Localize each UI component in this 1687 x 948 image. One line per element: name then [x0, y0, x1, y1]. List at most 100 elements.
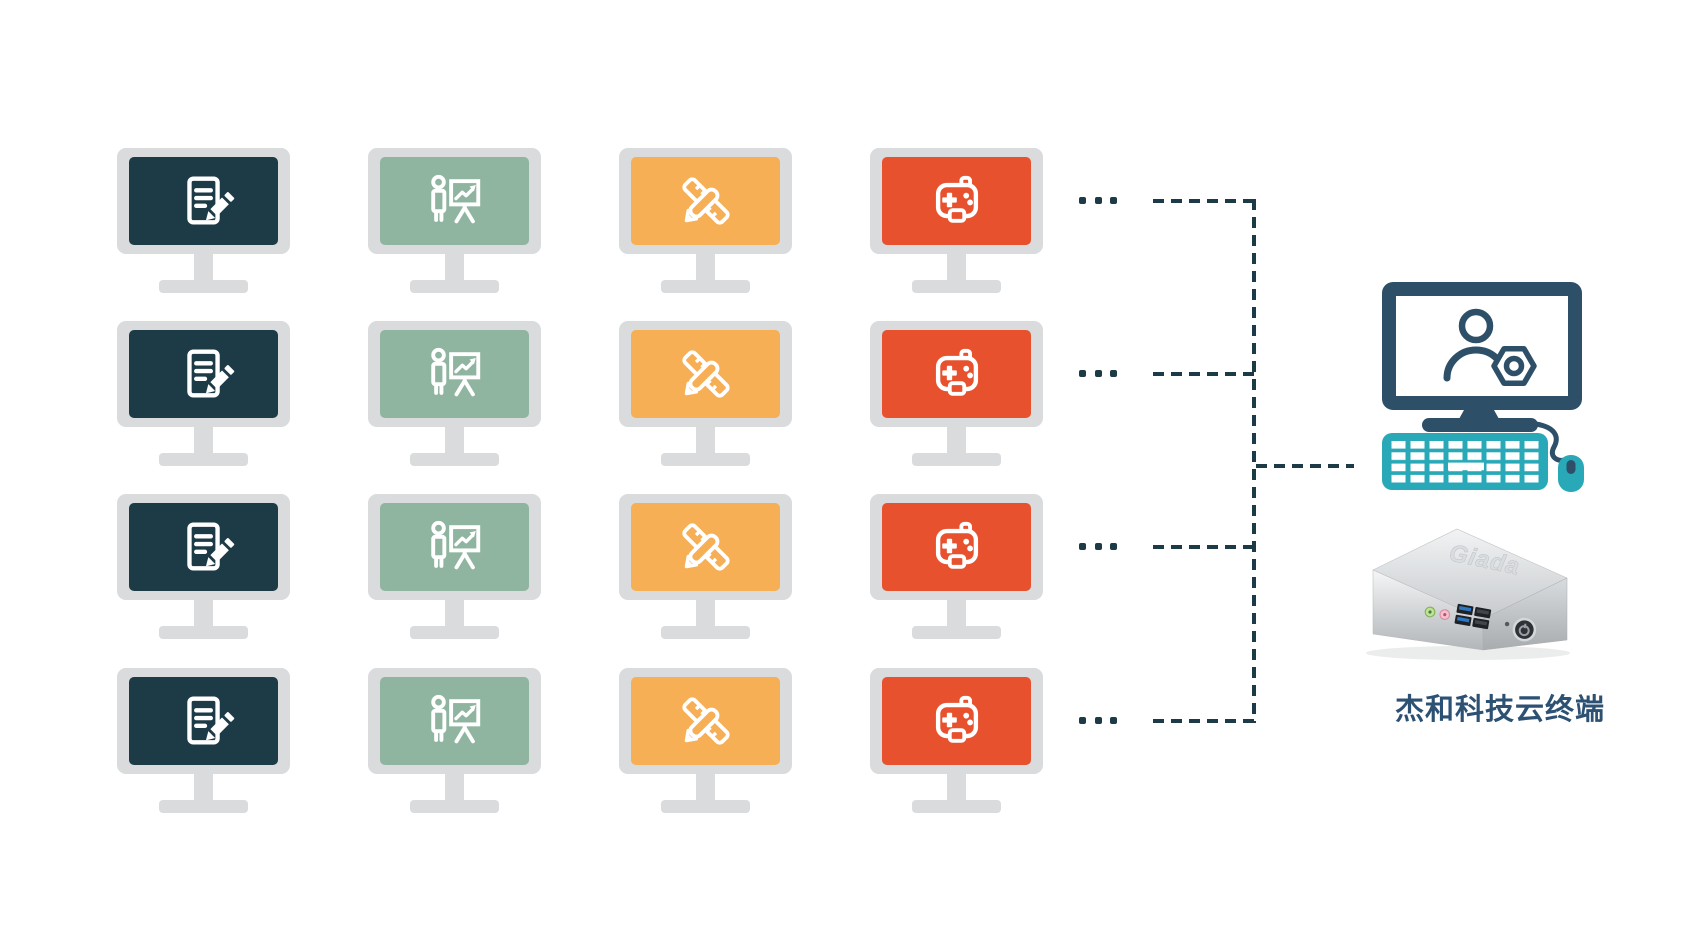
monitor-base: [410, 626, 499, 639]
monitor-screen: [882, 330, 1031, 418]
cloud-terminal-label: 杰和科技云终端: [1394, 694, 1605, 726]
client-monitor-design: [619, 321, 792, 466]
client-monitor-design: [619, 668, 792, 813]
dashed-connector-row-1: [1153, 199, 1256, 203]
monitor-screen: [129, 677, 278, 765]
dashed-connector-row-4: [1153, 719, 1256, 723]
monitor-base: [912, 800, 1001, 813]
device-shadow: [1366, 646, 1570, 660]
client-monitor-gaming: [870, 668, 1043, 813]
ruler-pencil-icon: [675, 170, 737, 232]
monitor-frame: [117, 494, 290, 600]
monitor-screen: [129, 503, 278, 591]
monitor-screen: [882, 503, 1031, 591]
gamepad-icon: [926, 170, 988, 232]
monitor-neck: [194, 427, 213, 455]
client-monitor-design: [619, 494, 792, 639]
monitor-base: [912, 626, 1001, 639]
monitor-neck: [947, 774, 966, 802]
ellipsis-dot: [1110, 543, 1117, 550]
monitor-frame: [619, 148, 792, 254]
ruler-pencil-icon: [675, 343, 737, 405]
monitor-neck: [696, 254, 715, 282]
reset-hole: [1504, 621, 1510, 627]
client-monitor-documents: [117, 321, 290, 466]
monitor-screen: [631, 503, 780, 591]
gamepad-icon: [926, 516, 988, 578]
mic-in-hole: [1443, 613, 1447, 617]
monitor-screen: [882, 677, 1031, 765]
monitor-frame: [870, 321, 1043, 427]
monitor-neck: [696, 600, 715, 628]
monitor-base: [661, 626, 750, 639]
monitor-neck: [445, 254, 464, 282]
monitor-neck: [947, 427, 966, 455]
monitor-frame: [619, 494, 792, 600]
mouse-cable: [1535, 421, 1567, 463]
monitor-base: [410, 280, 499, 293]
row-ellipsis: [1079, 543, 1117, 551]
presentation-chart-icon: [424, 170, 486, 232]
admin-monitor: [1382, 282, 1582, 432]
monitor-frame: [368, 321, 541, 427]
monitor-neck: [194, 254, 213, 282]
monitor-frame: [870, 148, 1043, 254]
monitor-frame: [368, 148, 541, 254]
presentation-chart-icon: [424, 343, 486, 405]
ellipsis-dot: [1094, 197, 1102, 204]
ellipsis-dot: [1094, 543, 1102, 550]
gamepad-icon: [926, 690, 988, 752]
monitor-base: [159, 453, 248, 466]
monitor-base: [661, 800, 750, 813]
front-ports: [1424, 603, 1537, 642]
client-monitor-documents: [117, 494, 290, 639]
monitor-frame: [619, 668, 792, 774]
ellipsis-dot: [1110, 717, 1117, 724]
monitor-base: [410, 800, 499, 813]
monitor-neck: [696, 427, 715, 455]
gamepad-icon: [926, 343, 988, 405]
client-monitor-presentation: [368, 321, 541, 466]
ellipsis-dot: [1079, 717, 1086, 724]
row-ellipsis: [1079, 717, 1117, 725]
monitor-frame: [117, 321, 290, 427]
ellipsis-dot: [1110, 197, 1117, 204]
client-monitor-gaming: [870, 148, 1043, 293]
monitor-neck: [194, 600, 213, 628]
monitor-base: [912, 453, 1001, 466]
monitor-neck: [445, 600, 464, 628]
client-monitor-presentation: [368, 494, 541, 639]
usb-ports: [1454, 603, 1492, 630]
cloud-terminal-device: Giada: [1366, 528, 1570, 660]
client-monitor-gaming: [870, 494, 1043, 639]
dashed-bus-line: [1252, 199, 1256, 723]
ruler-pencil-icon: [675, 690, 737, 752]
ellipsis-dot: [1094, 370, 1102, 377]
monitor-frame: [368, 494, 541, 600]
ellipsis-dot: [1079, 543, 1086, 550]
ellipsis-dot: [1110, 370, 1117, 377]
monitor-base: [159, 626, 248, 639]
document-edit-icon: [173, 170, 235, 232]
monitor-screen: [631, 677, 780, 765]
monitor-screen: [380, 330, 529, 418]
monitor-frame: [619, 321, 792, 427]
ellipsis-dot: [1079, 197, 1086, 204]
monitor-screen: [129, 157, 278, 245]
monitor-neck: [947, 600, 966, 628]
monitor-neck: [445, 427, 464, 455]
client-monitor-presentation: [368, 668, 541, 813]
dashed-branch-line: [1256, 464, 1354, 468]
monitor-screen: [380, 157, 529, 245]
dashed-connector-row-3: [1153, 545, 1256, 549]
document-edit-icon: [173, 343, 235, 405]
monitor-frame: [117, 668, 290, 774]
document-edit-icon: [173, 690, 235, 752]
monitor-base: [661, 453, 750, 466]
audio-out-hole: [1428, 610, 1432, 614]
row-ellipsis: [1079, 370, 1117, 378]
ellipsis-dot: [1079, 370, 1086, 377]
document-edit-icon: [173, 516, 235, 578]
device-right-face: [1482, 577, 1568, 651]
monitor-neck: [696, 774, 715, 802]
